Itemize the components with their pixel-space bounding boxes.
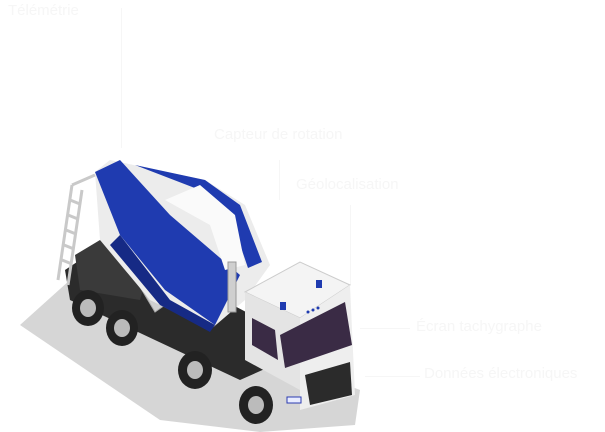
wheel bbox=[178, 351, 212, 389]
label-geolocation: Géolocalisation bbox=[296, 176, 399, 193]
label-rotation-sensor: Capteur de rotation bbox=[214, 126, 343, 143]
front-grille bbox=[305, 362, 352, 405]
wheel bbox=[106, 310, 138, 346]
drum-stripe bbox=[135, 165, 262, 268]
label-electronic-data: Données électroniques bbox=[424, 365, 578, 382]
callout-line bbox=[350, 205, 351, 285]
side-window bbox=[252, 318, 278, 360]
exhaust-pipe bbox=[227, 261, 237, 313]
windshield bbox=[280, 302, 352, 368]
label-tachograph-screen: Écran tachygraphe bbox=[416, 318, 542, 335]
wheel bbox=[239, 386, 273, 424]
callout-line bbox=[279, 160, 280, 200]
callout-line bbox=[365, 376, 420, 377]
wheels bbox=[72, 290, 273, 424]
callout-line bbox=[121, 8, 122, 148]
beacon-light bbox=[280, 302, 286, 310]
ladder bbox=[56, 173, 96, 286]
label-telemetry: Télémétrie bbox=[8, 2, 79, 19]
wheel bbox=[72, 290, 104, 326]
drum-stripe bbox=[95, 160, 240, 325]
beacon-light bbox=[316, 280, 322, 288]
headlight bbox=[286, 396, 302, 404]
callout-line bbox=[360, 328, 410, 329]
